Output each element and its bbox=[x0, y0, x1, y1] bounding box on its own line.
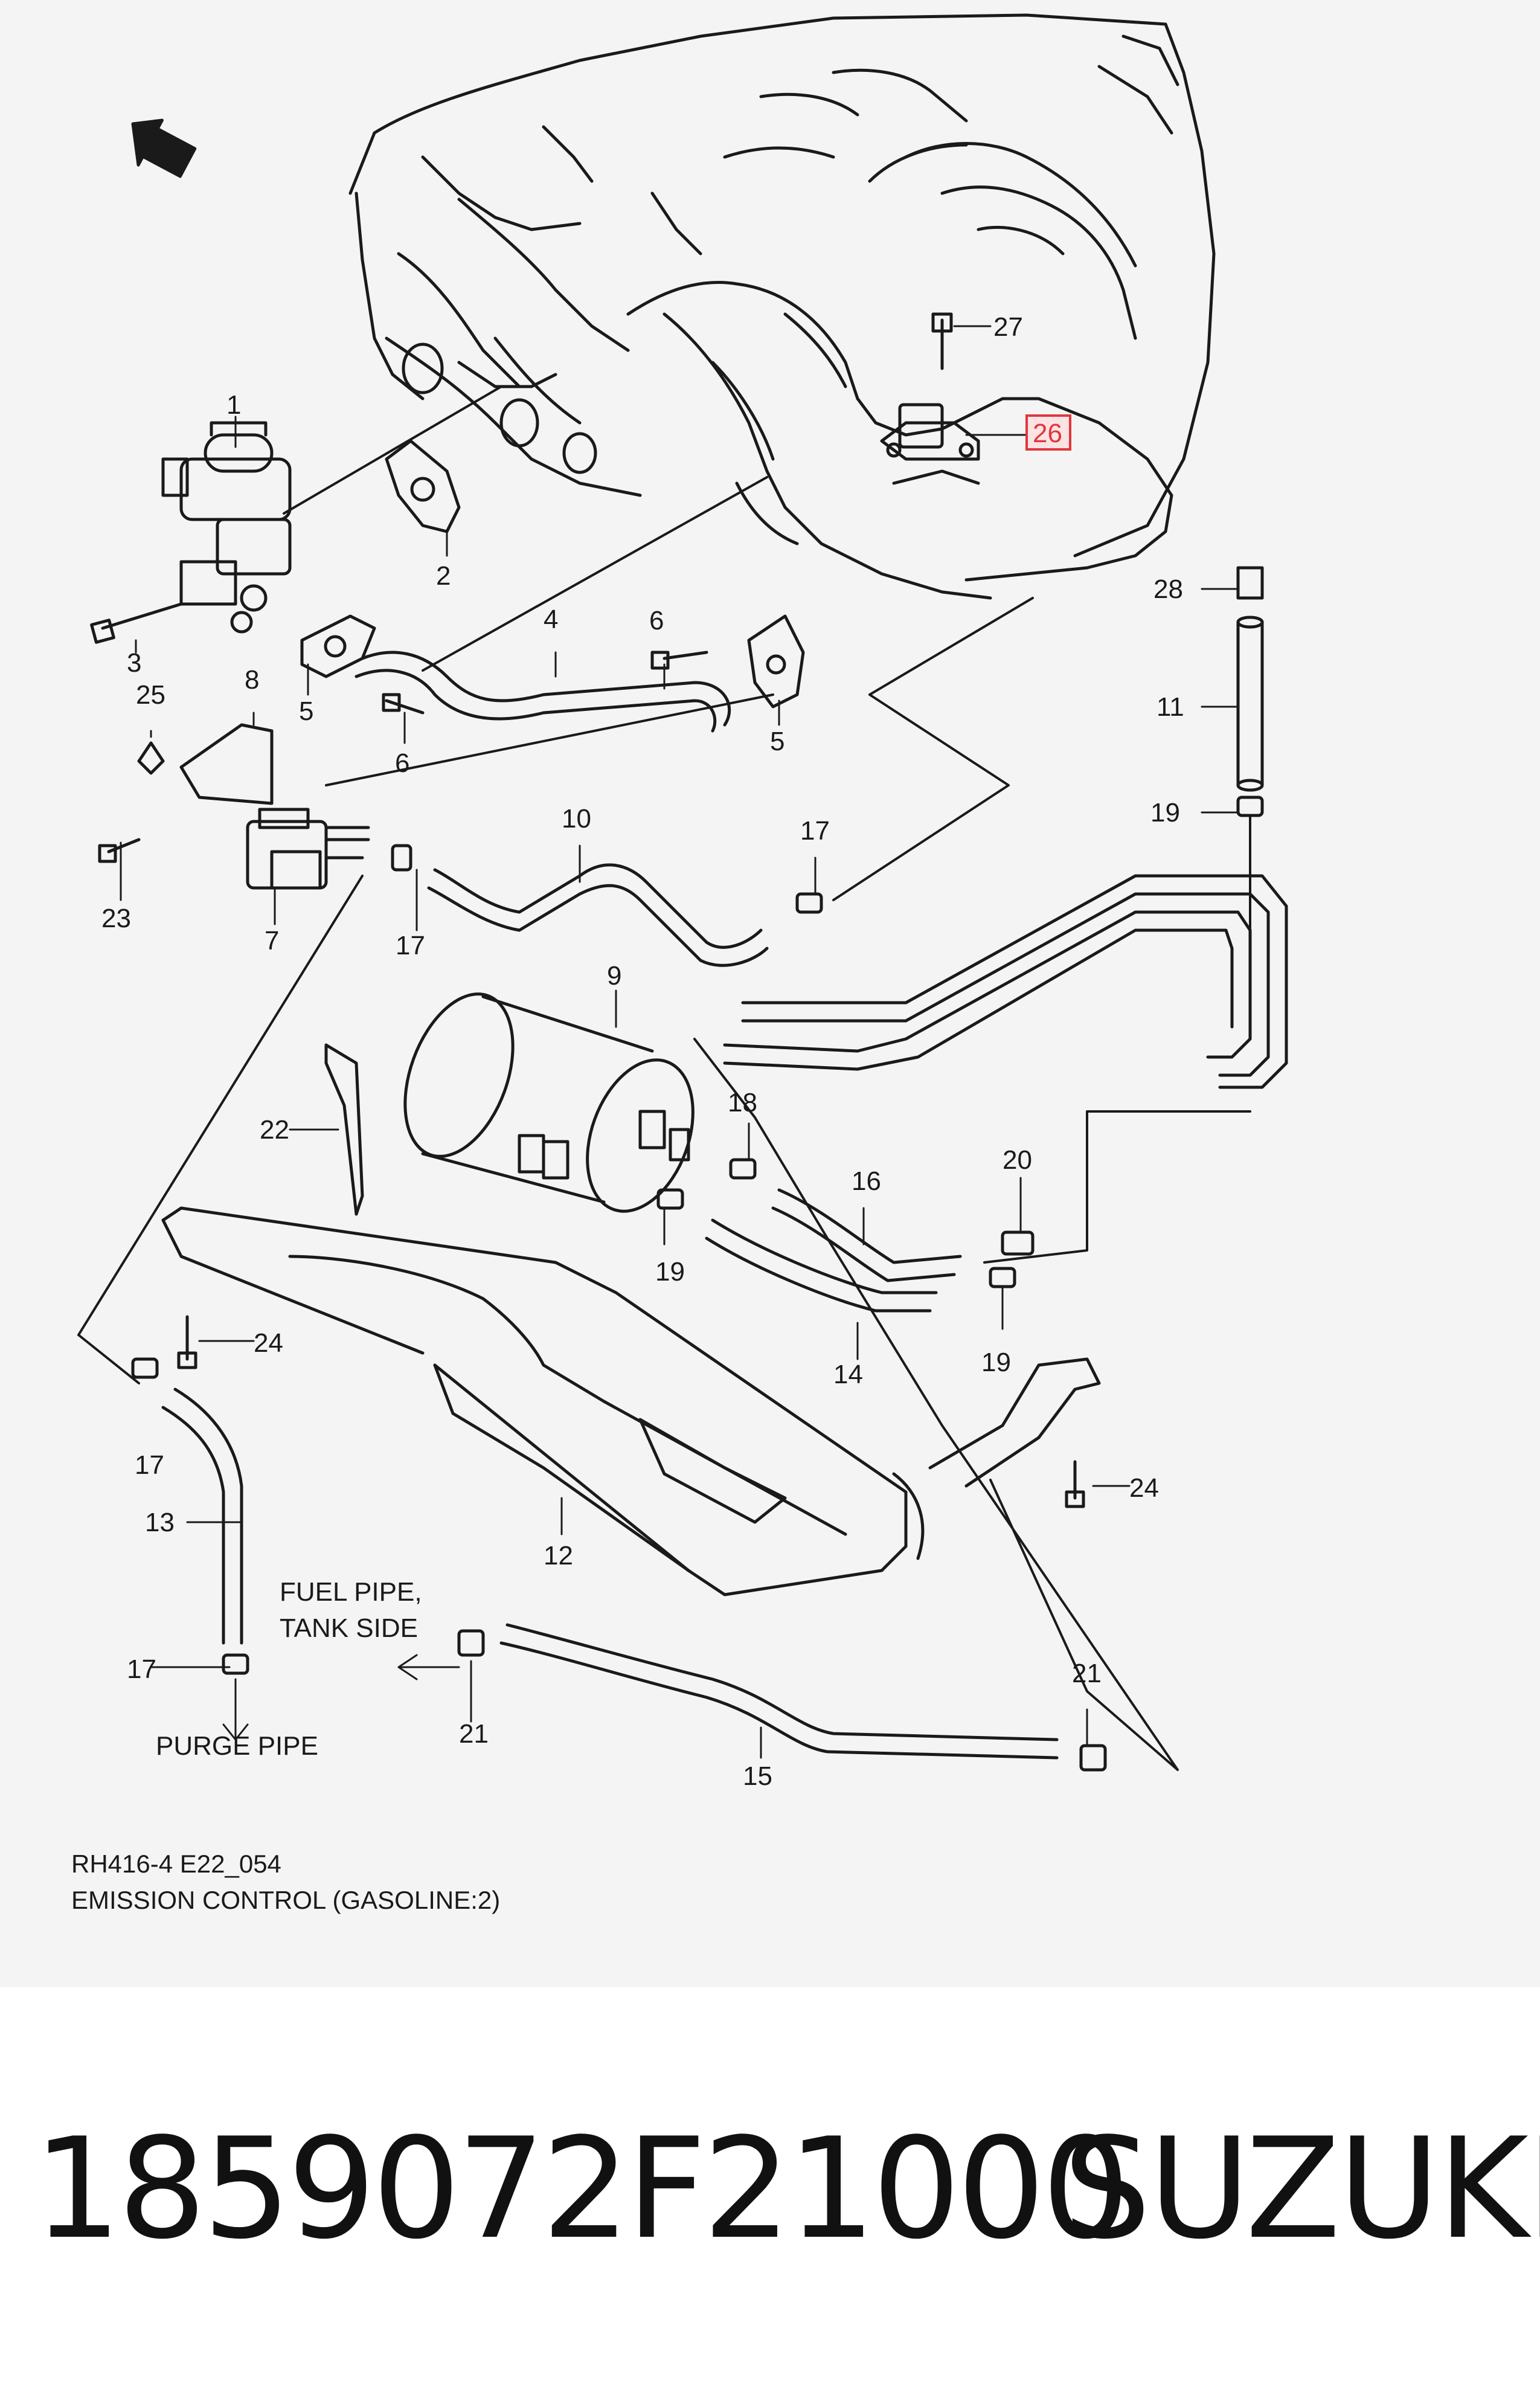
fwd-arrow-icon bbox=[131, 118, 197, 178]
part-label-23: 23 bbox=[101, 904, 131, 933]
part-label-2: 2 bbox=[436, 561, 451, 591]
diagram-notes: FUEL PIPE, TANK SIDE PURGE PIPE bbox=[156, 1577, 422, 1761]
part-label-5-left: 5 bbox=[299, 696, 313, 726]
hose-clamps bbox=[131, 796, 1264, 1772]
part-label-13: 13 bbox=[145, 1508, 175, 1537]
part-label-17-c: 17 bbox=[135, 1450, 164, 1480]
part-labels: 1 2 3 4 5 5 6 6 7 8 9 10 11 12 13 14 15 … bbox=[101, 312, 1184, 1791]
part-label-17-d: 17 bbox=[127, 1654, 156, 1684]
part-label-10: 10 bbox=[562, 804, 591, 834]
pipe-4-part bbox=[355, 651, 731, 733]
part-label-24-b: 24 bbox=[1129, 1473, 1159, 1503]
part-label-1: 1 bbox=[226, 390, 241, 420]
engine-manifold-outline bbox=[348, 13, 1216, 600]
bolt-6-bottom-part bbox=[382, 693, 425, 715]
hose-11-part bbox=[1236, 616, 1264, 792]
part-label-28: 28 bbox=[1153, 574, 1183, 604]
hose-16-part bbox=[771, 1188, 962, 1282]
purge-pipe-note: PURGE PIPE bbox=[156, 1731, 318, 1761]
part-label-6-bottom: 6 bbox=[395, 748, 409, 778]
canister-tray-12-part bbox=[161, 1206, 1101, 1596]
part-label-5-right: 5 bbox=[770, 727, 784, 756]
charcoal-canister-9-part bbox=[403, 992, 695, 1213]
reference-code: RH416-4 E22_054 bbox=[71, 1850, 281, 1878]
part-label-24-a: 24 bbox=[254, 1328, 283, 1358]
leader-lines bbox=[77, 385, 1251, 1771]
hose-15-part bbox=[499, 1623, 1059, 1760]
part-label-25: 25 bbox=[136, 680, 165, 710]
part-label-7: 7 bbox=[265, 926, 279, 956]
part-label-6-top: 6 bbox=[649, 606, 664, 635]
vsv-solenoid-7-part bbox=[246, 808, 370, 890]
bolts-misc bbox=[98, 312, 1264, 1508]
gasket-5-right-part bbox=[747, 614, 805, 709]
bracket-8-part bbox=[179, 723, 274, 805]
tie-strap-22-part bbox=[324, 1043, 364, 1216]
hose-10-part bbox=[427, 863, 769, 967]
hose-13-part bbox=[161, 1387, 243, 1645]
gasket-5-left-part bbox=[300, 614, 376, 678]
reference-title: EMISSION CONTROL (GASOLINE:2) bbox=[71, 1886, 500, 1914]
part-label-20: 20 bbox=[1003, 1145, 1032, 1175]
diagram-reference: RH416-4 E22_054 EMISSION CONTROL (GASOLI… bbox=[71, 1850, 500, 1914]
bolt-6-top-part bbox=[650, 651, 708, 670]
bolt-3-part bbox=[90, 602, 183, 644]
part-label-19-c: 19 bbox=[1150, 798, 1180, 828]
part-label-9: 9 bbox=[607, 961, 621, 991]
parts-diagram: 1 2 3 4 5 5 6 6 7 8 9 10 11 12 13 14 15 … bbox=[0, 0, 1540, 1987]
part-label-19-a: 19 bbox=[655, 1257, 685, 1287]
part-label-21-a: 21 bbox=[459, 1719, 489, 1749]
fuel-pipe-note-line1: FUEL PIPE, bbox=[280, 1577, 422, 1607]
fuel-pipe-assembly bbox=[723, 874, 1288, 1089]
part-label-16: 16 bbox=[852, 1166, 881, 1196]
part-label-4: 4 bbox=[544, 605, 558, 634]
footer bbox=[0, 1987, 1540, 2392]
part-number: 1859072F21000 bbox=[33, 2109, 1130, 2270]
part-label-27: 27 bbox=[993, 312, 1023, 342]
gasket-2-part bbox=[385, 439, 461, 533]
part-label-11: 11 bbox=[1157, 692, 1184, 722]
exploded-view-drawing: 1 2 3 4 5 5 6 6 7 8 9 10 11 12 13 14 15 … bbox=[71, 13, 1288, 1914]
part-label-18: 18 bbox=[728, 1088, 757, 1117]
part-label-21-b: 21 bbox=[1072, 1659, 1102, 1688]
part-label-26: 26 bbox=[1033, 419, 1062, 448]
part-label-14: 14 bbox=[833, 1360, 863, 1389]
egr-valve-part bbox=[161, 421, 292, 634]
highlight-box-26 bbox=[1025, 414, 1071, 451]
part-label-19-b: 19 bbox=[981, 1348, 1011, 1377]
part-label-12: 12 bbox=[544, 1541, 573, 1571]
part-label-17-a: 17 bbox=[396, 931, 425, 960]
fuel-pipe-note-line2: TANK SIDE bbox=[280, 1613, 418, 1643]
part-label-8: 8 bbox=[245, 665, 259, 695]
part-label-15: 15 bbox=[743, 1761, 772, 1791]
label-leaders bbox=[120, 325, 1239, 1759]
part-label-17-b: 17 bbox=[800, 816, 830, 846]
part-label-22: 22 bbox=[260, 1115, 289, 1145]
brand-name: SUZUKI bbox=[1063, 2109, 1540, 2270]
part-label-3: 3 bbox=[127, 648, 141, 678]
sensor-bracket-26-part bbox=[880, 403, 980, 461]
hose-14-part bbox=[705, 1218, 938, 1313]
